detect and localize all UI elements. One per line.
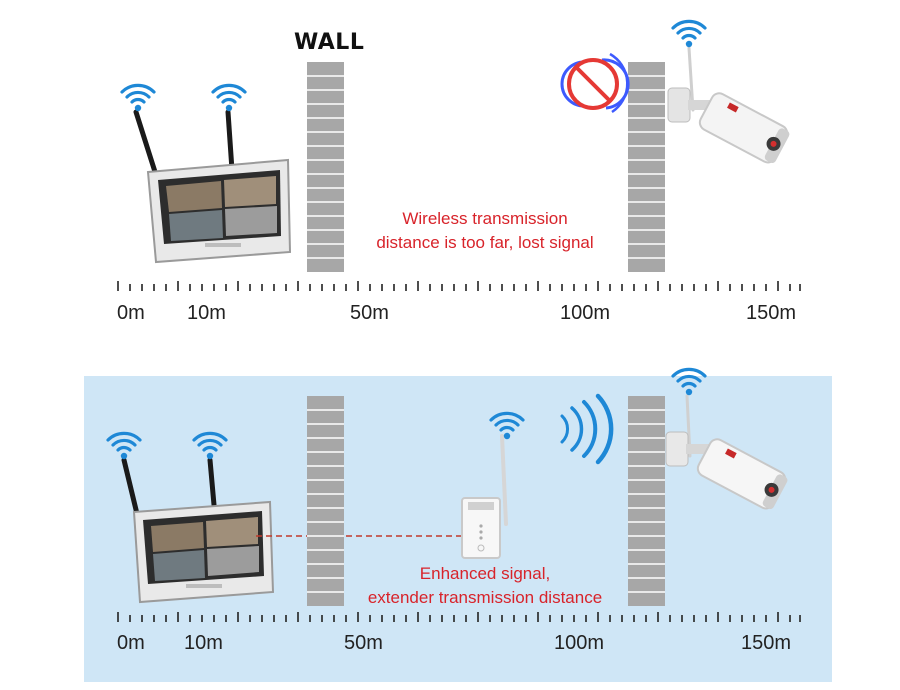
no-signal-icon	[560, 52, 630, 114]
scale-label-100m: 100m	[560, 302, 611, 324]
wall-left	[307, 396, 344, 606]
wifi-icon	[489, 411, 525, 441]
bullet-camera-icon	[665, 394, 788, 510]
nvr-monitor-icon	[133, 109, 292, 264]
top-scene: WALL Wireless transmission distance is t…	[117, 19, 801, 324]
wifi-icon	[211, 83, 247, 113]
scale-label-50m: 50m	[350, 302, 389, 324]
scale-label-50m: 50m	[344, 632, 383, 654]
wifi-icon	[671, 19, 707, 49]
wifi-icon	[192, 431, 228, 461]
scale-label-10m: 10m	[187, 302, 226, 324]
scale-label-10m: 10m	[184, 632, 223, 654]
distance-scale	[117, 612, 801, 622]
signal-waves-icon	[560, 393, 614, 465]
wifi-icon	[671, 367, 707, 397]
scale-label-150m: 150m	[746, 302, 797, 324]
wall-label: WALL	[294, 30, 365, 55]
caption-line-1: Wireless transmission	[402, 209, 568, 228]
scale-label-0m: 0m	[117, 632, 145, 654]
caption-line-2: distance is too far, lost signal	[376, 233, 594, 252]
range-extender-icon	[461, 434, 508, 559]
bullet-camera-icon	[667, 46, 790, 164]
bottom-scene: Enhanced signal, extender transmission d…	[0, 360, 900, 690]
enhanced-signal-caption: Enhanced signal, extender transmission d…	[330, 562, 640, 610]
lost-signal-caption: Wireless transmission distance is too fa…	[340, 207, 630, 255]
caption-line-2: extender transmission distance	[367, 588, 603, 607]
scale-label-150m: 150m	[741, 632, 792, 654]
wall-right	[628, 396, 665, 606]
nvr-monitor-icon	[121, 457, 275, 604]
wifi-icon	[106, 431, 142, 461]
distance-scale	[117, 281, 801, 291]
wall-left	[307, 62, 344, 272]
bottom-scene-drawing	[106, 367, 801, 622]
top-scene-drawing	[117, 19, 801, 291]
scale-label-100m: 100m	[554, 632, 605, 654]
wall-right	[628, 62, 665, 272]
wifi-icon	[120, 83, 156, 113]
caption-line-1: Enhanced signal,	[419, 564, 551, 583]
scale-label-0m: 0m	[117, 302, 145, 324]
